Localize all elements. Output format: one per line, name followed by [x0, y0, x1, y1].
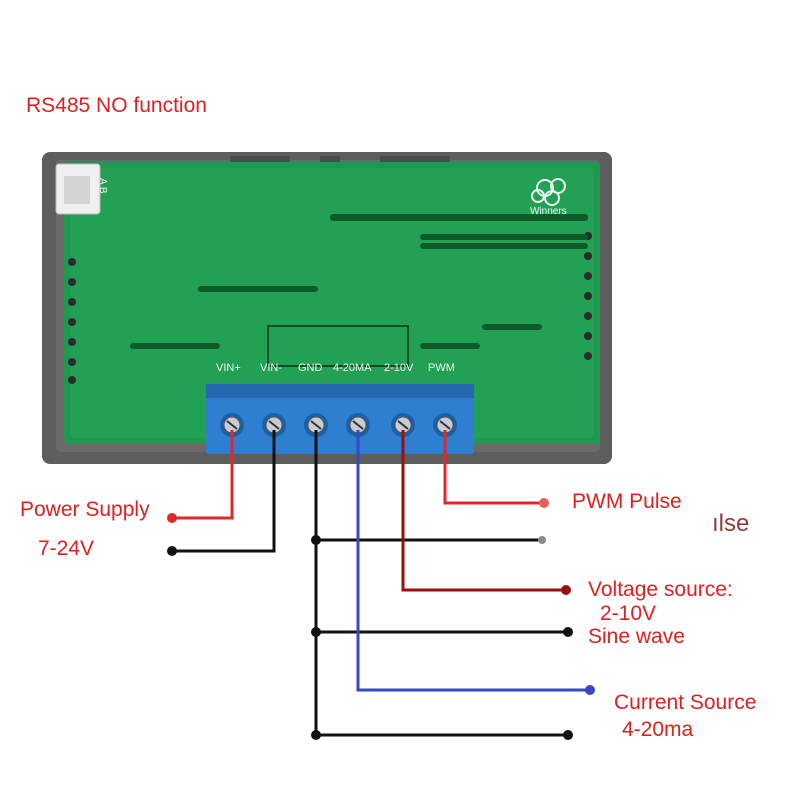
logo-text: Winners [530, 206, 567, 217]
left-edge-pads [68, 258, 76, 384]
terminal-label-vin-plus: VIN+ [216, 362, 241, 374]
connector-pin-label: A B [97, 178, 108, 194]
right-edge-pads [584, 232, 592, 360]
current-end-dot [585, 685, 595, 695]
voltage-gnd-end-dot [563, 627, 573, 637]
wire-black-vin-minus [172, 430, 276, 553]
terminal-label-4-20ma: 4-20MA [333, 362, 372, 374]
sine-wave-label: Sine wave [588, 625, 685, 648]
wire-red-pwm [443, 430, 544, 505]
pcb-header-strips [130, 214, 588, 349]
screw-slot-4-20ma [352, 420, 364, 430]
screw-slot-vin-minus [268, 420, 280, 430]
power-supply-label: Power Supply [20, 498, 150, 521]
power-plus-end-dot [167, 513, 177, 523]
screw-slot-gnd [310, 420, 322, 430]
winners-logo-icon [531, 178, 566, 206]
rs485-label: RS485 NO function [26, 94, 207, 117]
terminal-label-vin-minus: VIN- [260, 362, 282, 374]
wire-red-vin-plus [172, 430, 234, 520]
wire-blue-current [356, 430, 590, 692]
power-supply-range: 7-24V [38, 537, 95, 560]
current-source-label: Current Source [614, 691, 757, 714]
screw-slot-vin-plus [226, 420, 238, 430]
pwm-gnd-end-dot [538, 536, 546, 544]
voltage-source-label: Voltage source: [588, 578, 733, 601]
voltage-end-dot [561, 585, 571, 595]
gnd-junction-dots [311, 535, 321, 740]
terminal-label-pwm: PWM [428, 362, 455, 374]
current-source-range: 4-20ma [622, 718, 694, 741]
current-gnd-end-dot [563, 730, 573, 740]
wire-darkred-voltage [401, 430, 566, 592]
silkscreen-box [267, 325, 409, 367]
terminal-label-gnd: GND [298, 362, 323, 374]
power-minus-end-dot [167, 546, 177, 556]
screw-slot-pwm [439, 420, 451, 430]
top-edge-ridges [230, 156, 450, 162]
terminal-block-top [206, 384, 474, 398]
voltage-source-range: 2-10V [600, 602, 657, 625]
screw-slot-2-10v [397, 420, 409, 430]
rs485-connector-slot [64, 176, 90, 204]
pwm-end-dot [539, 498, 549, 508]
terminal-label-2-10v: 2-10V [384, 362, 414, 374]
pwm-ghost-text: ılse [712, 510, 750, 537]
pwm-pulse-label: PWM Pulse [572, 490, 682, 513]
